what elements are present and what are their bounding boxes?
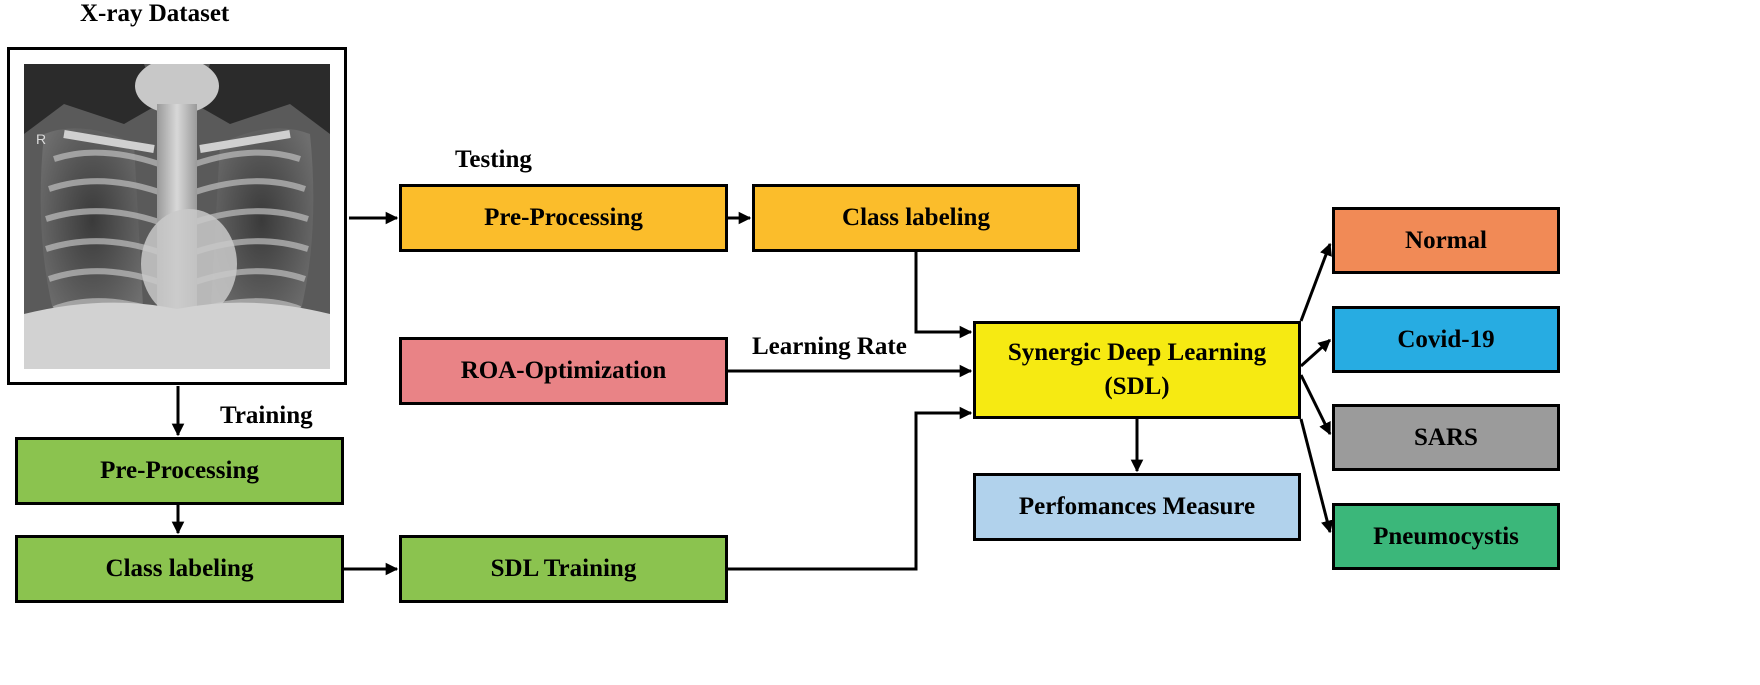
testing-preprocessing-label: Pre-Processing bbox=[484, 204, 643, 232]
roa-optimization-box: ROA-Optimization bbox=[399, 337, 728, 405]
training-preprocessing-label: Pre-Processing bbox=[100, 457, 259, 485]
sdl-label-line2: (SDL) bbox=[1104, 373, 1170, 400]
performance-measure-label: Perfomances Measure bbox=[1018, 493, 1256, 521]
output-pneumocystis-box: Pneumocystis bbox=[1332, 503, 1560, 570]
arrow-sdl-to-normal bbox=[1299, 242, 1332, 322]
output-sars-label: SARS bbox=[1414, 423, 1478, 451]
testing-label: Testing bbox=[455, 146, 532, 173]
output-normal-box: Normal bbox=[1332, 207, 1560, 274]
arrow-sdl-to-covid bbox=[1299, 338, 1332, 368]
output-normal-label: Normal bbox=[1405, 226, 1487, 254]
roa-optimization-label: ROA-Optimization bbox=[460, 357, 667, 385]
arrow-sdl-to-sars bbox=[1299, 374, 1332, 436]
arrow-sdl-to-pneumocystis bbox=[1299, 418, 1334, 534]
testing-class-labeling-box: Class labeling bbox=[752, 184, 1080, 252]
chest-xray-image: R bbox=[24, 64, 330, 369]
arrow-labeling-to-sdl bbox=[914, 252, 973, 339]
sdl-training-label: SDL Training bbox=[490, 555, 637, 583]
performance-measure-box: Perfomances Measure bbox=[973, 473, 1301, 541]
xray-marker: R bbox=[36, 131, 46, 147]
sdl-label-line1: Synergic Deep Learning bbox=[1007, 339, 1267, 367]
xray-image-frame: R bbox=[7, 47, 347, 385]
dataset-title: X-ray Dataset bbox=[80, 0, 230, 27]
sdl-box: Synergic Deep Learning (SDL) bbox=[973, 321, 1301, 419]
training-preprocessing-box: Pre-Processing bbox=[15, 437, 344, 505]
arrow-sdl-training-to-sdl bbox=[728, 406, 973, 571]
learning-rate-label: Learning Rate bbox=[752, 333, 907, 360]
output-covid-box: Covid-19 bbox=[1332, 306, 1560, 373]
training-label: Training bbox=[220, 402, 313, 429]
testing-class-labeling-label: Class labeling bbox=[842, 204, 990, 232]
testing-preprocessing-box: Pre-Processing bbox=[399, 184, 728, 252]
training-class-labeling-box: Class labeling bbox=[15, 535, 344, 603]
output-covid-label: Covid-19 bbox=[1397, 325, 1495, 353]
output-pneumocystis-label: Pneumocystis bbox=[1373, 522, 1519, 550]
sdl-training-box: SDL Training bbox=[399, 535, 728, 603]
output-sars-box: SARS bbox=[1332, 404, 1560, 471]
training-class-labeling-label: Class labeling bbox=[105, 555, 254, 583]
